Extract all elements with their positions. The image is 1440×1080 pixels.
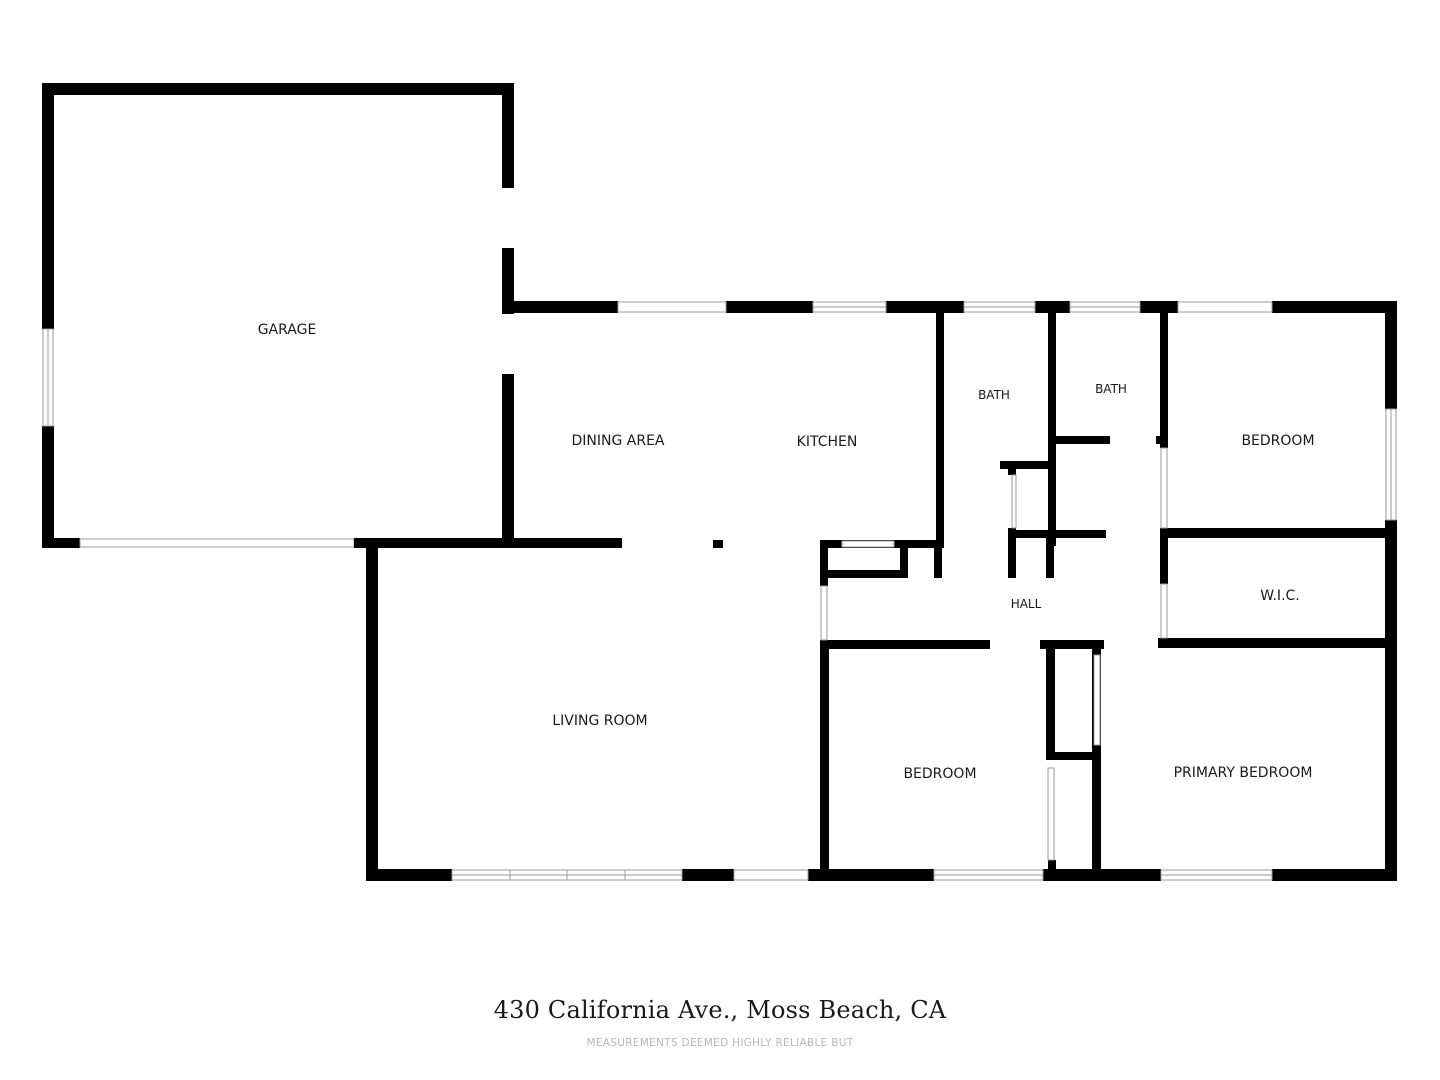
garage-walls (42, 83, 514, 548)
garage-door-opening (79, 538, 355, 548)
bath-walls (1000, 310, 1168, 578)
living-room-walls (354, 538, 723, 881)
primary-bedroom-label: PRIMARY BEDROOM (1174, 765, 1313, 781)
garage-west-window (42, 328, 54, 427)
garage-label: GARAGE (258, 322, 317, 338)
kitchen-label: KITCHEN (797, 434, 858, 450)
south-room-walls (820, 585, 1104, 881)
bath-2-label: BATH (1095, 382, 1127, 396)
dining-area-label: DINING AREA (571, 433, 664, 449)
hall-label: HALL (1011, 597, 1042, 611)
kitchen-walls (820, 310, 944, 586)
bedroom-s-label: BEDROOM (903, 766, 976, 782)
south-windows (451, 869, 1273, 881)
south-exterior-wall (366, 869, 1397, 881)
measurements-disclaimer: MEASUREMENTS DEEMED HIGHLY RELIABLE BUT (586, 1037, 854, 1049)
bedroom-wic-walls (1158, 447, 1392, 648)
east-exterior-wall (1385, 301, 1397, 880)
living-room-label: LIVING ROOM (552, 713, 647, 729)
north-windows (617, 301, 1273, 313)
wic-label: W.I.C. (1260, 588, 1300, 604)
bedroom-ne-label: BEDROOM (1241, 433, 1314, 449)
bath-1-label: BATH (978, 388, 1010, 402)
property-address: 430 California Ave., Moss Beach, CA (493, 996, 947, 1024)
north-exterior-wall (502, 301, 1397, 313)
